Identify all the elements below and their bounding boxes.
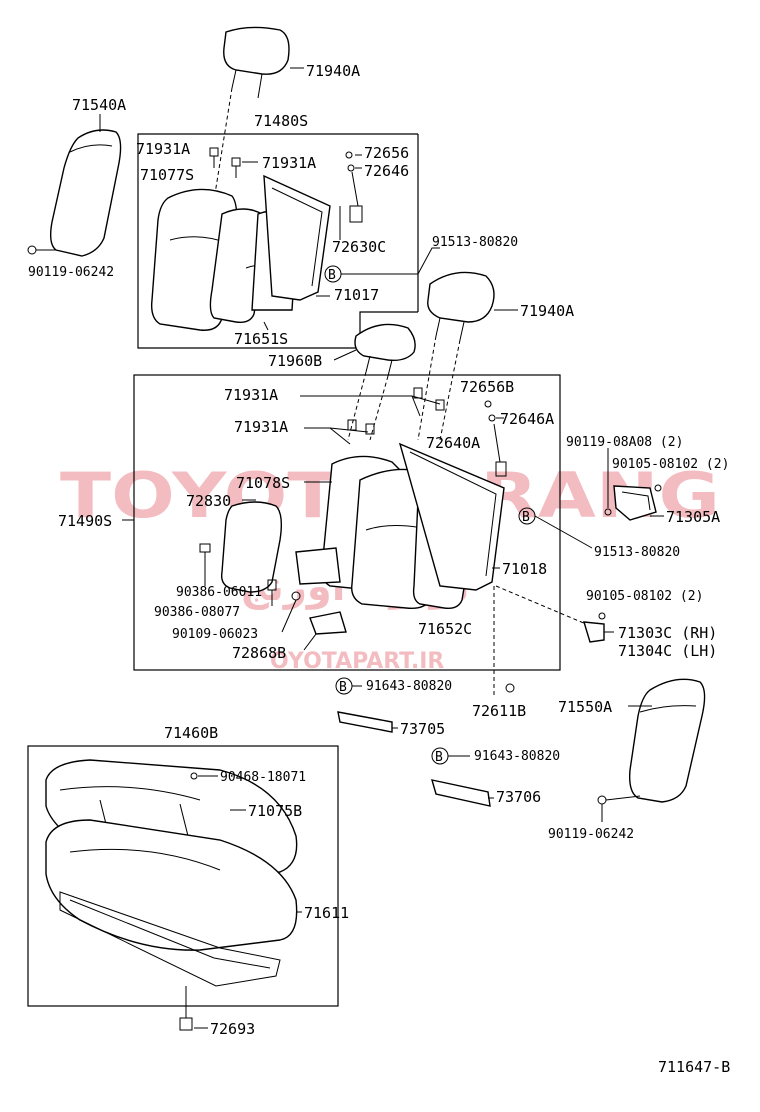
label-90386-08077: 90386-08077 [154, 605, 240, 620]
headrest-right [417, 271, 518, 441]
label-71931a-1: 71931A [136, 140, 190, 158]
label-71960b: 71960B [268, 352, 322, 370]
label-71931a-2: 71931A [262, 154, 316, 172]
label-90105-2: 90105-08102 (2) [586, 589, 703, 604]
label-71460b: 71460B [164, 724, 218, 742]
label-90105-1: 90105-08102 (2) [612, 457, 729, 472]
label-90386-06011: 90386-06011 [176, 585, 262, 600]
label-71480s: 71480S [254, 112, 308, 130]
label-71490s: 71490S [58, 512, 112, 530]
label-71017: 71017 [334, 286, 379, 304]
part-labels: 71940A 71540A 71480S 71931A 71931A 72656… [28, 62, 730, 1076]
figure-code: 711647-B [658, 1058, 730, 1076]
label-71940a-2: 71940A [520, 302, 574, 320]
label-91513-2: 91513-80820 [594, 545, 680, 560]
label-90109: 90109-06023 [172, 627, 258, 642]
label-90119-right: 90119-06242 [548, 827, 634, 842]
label-72693: 72693 [210, 1020, 255, 1038]
label-73706: 73706 [496, 788, 541, 806]
label-72640a: 72640A [426, 434, 480, 452]
label-71931a-4: 71931A [234, 418, 288, 436]
headrest-center [333, 323, 416, 441]
label-71550a: 71550A [558, 698, 612, 716]
label-71652c: 71652C [418, 620, 472, 638]
callout-b-4: B [435, 750, 443, 765]
lower-seatback: B [122, 387, 664, 696]
label-71304c: 71304C (LH) [618, 642, 717, 660]
label-71940a-top: 71940A [306, 62, 360, 80]
label-72656: 72656 [364, 144, 409, 162]
label-90119-08a08: 90119-08A08 (2) [566, 435, 683, 450]
callout-b-2: B [522, 510, 530, 525]
side-cushion-right [597, 678, 706, 822]
brackets: B B [335, 677, 494, 807]
label-90468: 90468-18071 [220, 770, 306, 785]
label-71077s: 71077S [140, 166, 194, 184]
label-72656b: 72656B [460, 378, 514, 396]
side-cushion-left [27, 114, 122, 257]
label-91643-2: 91643-80820 [474, 749, 560, 764]
upper-seatback: B [150, 147, 440, 331]
label-71018: 71018 [502, 560, 547, 578]
label-91643-1: 91643-80820 [366, 679, 452, 694]
label-72646: 72646 [364, 162, 409, 180]
headrest-top [213, 26, 304, 201]
label-71303c: 71303C (RH) [618, 624, 717, 642]
label-71611: 71611 [304, 904, 349, 922]
callout-b-3: B [339, 680, 347, 695]
label-73705: 73705 [400, 720, 445, 738]
label-71305a: 71305A [666, 508, 720, 526]
label-71540a: 71540A [72, 96, 126, 114]
label-72646a: 72646A [500, 410, 554, 428]
label-71078s: 71078S [236, 474, 290, 492]
label-91513-1: 91513-80820 [432, 235, 518, 250]
seat-cushion [45, 759, 302, 1031]
label-71075b: 71075B [248, 802, 302, 820]
label-71651s: 71651S [234, 330, 288, 348]
label-72830: 72830 [186, 492, 231, 510]
callout-b-1: B [328, 268, 336, 283]
label-72611b: 72611B [472, 702, 526, 720]
label-90119-left: 90119-06242 [28, 265, 114, 280]
label-72630c: 72630C [332, 238, 386, 256]
group-boxes [27, 133, 561, 1007]
label-72868b: 72868B [232, 644, 286, 662]
label-71931a-3: 71931A [224, 386, 278, 404]
